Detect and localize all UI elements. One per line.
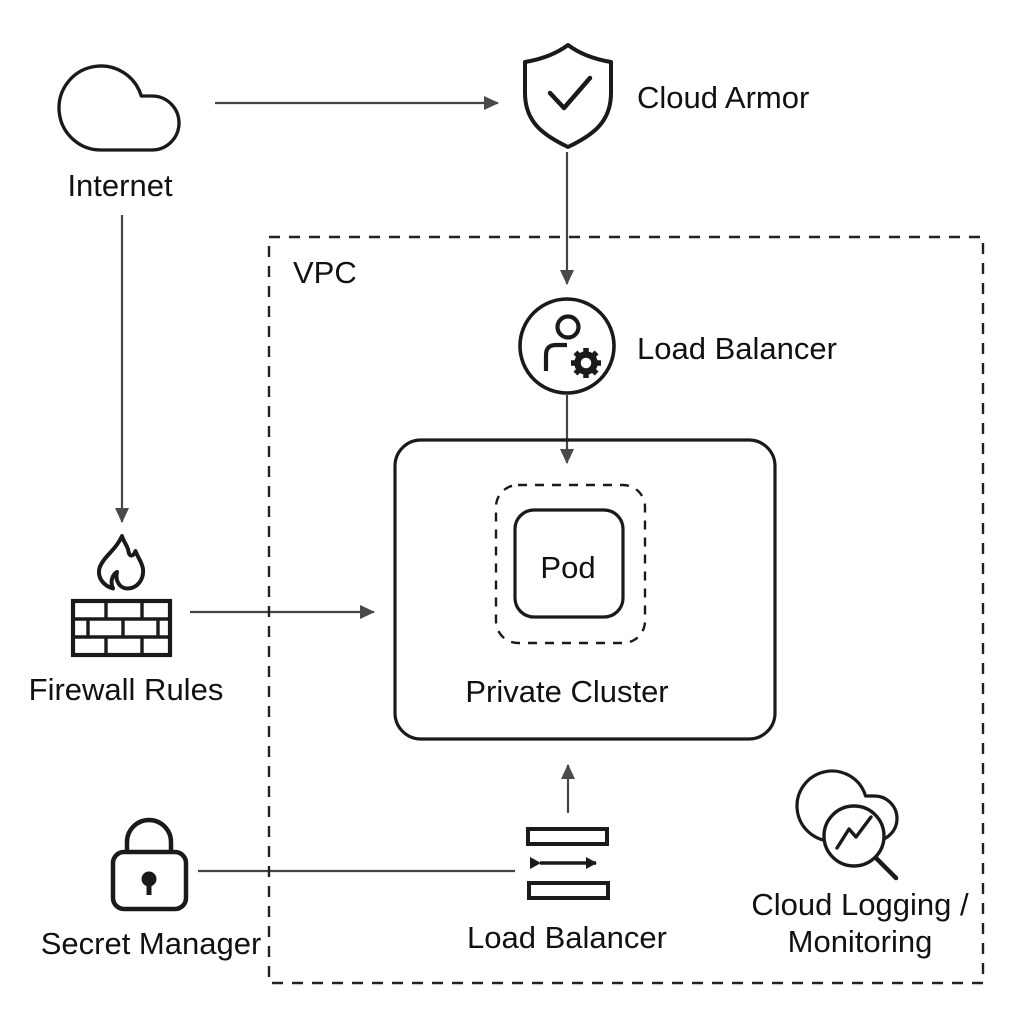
checkmark <box>547 75 593 111</box>
load-balancer-bars-icon <box>526 827 610 900</box>
cloud-logging-label-line1: Cloud Logging / <box>751 887 969 922</box>
vpc-boundary: VPC <box>267 235 985 985</box>
shield-check-icon <box>523 43 613 149</box>
private-cluster-label: Private Cluster <box>465 674 668 709</box>
pod-label: Pod <box>540 550 595 585</box>
lb-bottom-bar <box>527 881 610 900</box>
gear-icon <box>571 348 601 378</box>
chart-zigzag <box>835 815 873 850</box>
node-private-cluster: Pod Private Cluster <box>393 438 777 741</box>
load-balancer-bottom-label: Load Balancer <box>467 920 667 955</box>
node-cloud-armor: Cloud Armor <box>523 43 809 149</box>
node-load-balancer-bottom: Load Balancer <box>467 827 667 955</box>
lb-top-bar <box>526 827 609 846</box>
internet-label: Internet <box>67 168 173 203</box>
flame <box>97 534 146 591</box>
padlock-shackle <box>124 817 174 852</box>
user-gear-circle-icon <box>518 297 616 395</box>
padlock-icon <box>110 817 189 912</box>
magnifier-handle <box>873 855 899 881</box>
node-cloud-logging: Cloud Logging / Monitoring <box>751 769 969 959</box>
cloud-logging-label-line2: Monitoring <box>788 924 933 959</box>
pod-dashed-wrapper <box>494 483 647 645</box>
keyhole <box>141 871 157 887</box>
node-secret-manager: Secret Manager <box>41 817 262 961</box>
firewall-rules-label: Firewall Rules <box>29 672 224 707</box>
secret-manager-label: Secret Manager <box>41 926 262 961</box>
pod-box <box>513 508 625 619</box>
person-head <box>555 314 581 340</box>
cloud-monitoring-icon <box>795 769 899 881</box>
cloud-icon <box>57 64 181 152</box>
brick-wall <box>70 598 173 658</box>
vpc-dashed-border <box>267 235 985 985</box>
private-cluster-box <box>393 438 777 741</box>
padlock-body <box>110 849 189 912</box>
load-balancer-top-label: Load Balancer <box>637 331 837 366</box>
person-body <box>543 342 567 371</box>
firewall-brick-flame-icon <box>70 534 173 658</box>
node-firewall-rules: Firewall Rules <box>29 534 224 707</box>
vpc-label: VPC <box>293 255 357 290</box>
edges <box>115 96 575 873</box>
node-internet: Internet <box>57 64 181 203</box>
cloud-armor-label: Cloud Armor <box>637 80 809 115</box>
node-load-balancer-top: Load Balancer <box>518 297 837 395</box>
